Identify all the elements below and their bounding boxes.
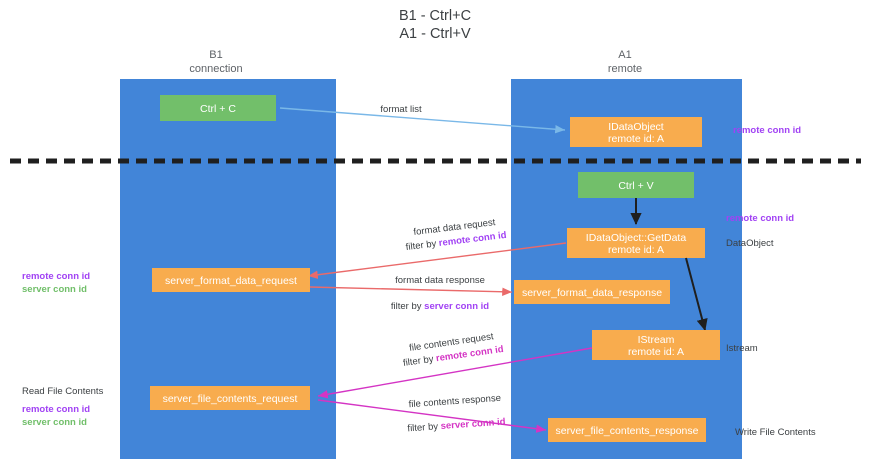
note-right-remote-conn-id-top: remote conn id — [733, 125, 801, 136]
box-server-file-contents-request: server_file_contents_request — [150, 386, 310, 410]
filter-key-server-conn-id-1: server conn id — [424, 301, 489, 312]
arrow-getdata-to-istream — [685, 257, 708, 331]
edge-label-file-contents-response-filter: filter by server conn id — [407, 417, 506, 435]
box-server-format-data-response-label: server_format_data_response — [522, 287, 662, 299]
box-getdata-line2: remote id: A — [608, 244, 664, 256]
box-server-file-contents-response: server_file_contents_response — [548, 418, 706, 442]
box-getdata-line1: IDataObject::GetData — [586, 232, 687, 244]
note-right-remote-conn-id-mid: remote conn id — [726, 213, 794, 224]
column-header-a1-name: A1 — [618, 49, 631, 61]
filter-key-server-conn-id-2: server conn id — [440, 417, 506, 433]
arrow-file-contents-response — [317, 399, 547, 433]
box-server-format-data-request: server_format_data_request — [152, 268, 310, 292]
arrow-format-list — [279, 107, 566, 134]
filter-prefix-1: filter by — [405, 238, 439, 253]
box-server-file-contents-response-label: server_file_contents_response — [555, 425, 698, 437]
box-istream-line1: IStream — [638, 334, 675, 346]
box-istream: IStream remote id: A — [592, 330, 720, 360]
column-header-b1-role: connection — [189, 63, 242, 75]
note-left-read-file-contents: Read File Contents — [22, 386, 104, 397]
page-title-line2: A1 - Ctrl+V — [399, 26, 471, 42]
filter-prefix-2: filter by — [391, 301, 424, 312]
note-left-server-conn-id-mid: server conn id — [22, 284, 87, 295]
box-ctrl-c-label: Ctrl + C — [200, 103, 236, 115]
filter-prefix-4: filter by — [407, 421, 441, 434]
box-istream-line2: remote id: A — [628, 346, 684, 358]
box-idataobject: IDataObject remote id: A — [570, 117, 702, 147]
arrow-format-data-response — [309, 286, 513, 296]
note-left-remote-conn-id-mid: remote conn id — [22, 271, 90, 282]
edge-label-format-data-response: format data response — [395, 275, 485, 286]
box-server-file-contents-request-label: server_file_contents_request — [163, 393, 298, 405]
edge-label-format-data-response-filter: filter by server conn id — [391, 301, 489, 312]
box-idataobject-line1: IDataObject — [608, 121, 664, 133]
box-ctrl-c: Ctrl + C — [160, 95, 276, 121]
arrow-format-data-request — [307, 242, 567, 279]
note-right-istream: Istream — [726, 343, 758, 354]
edge-label-format-list: format list — [380, 104, 422, 115]
box-server-format-data-response: server_format_data_response — [514, 280, 670, 304]
column-header-b1-name: B1 — [209, 49, 222, 61]
arrow-file-contents-request — [317, 347, 593, 399]
note-right-write-file-contents: Write File Contents — [735, 427, 816, 438]
note-right-dataobject: DataObject — [726, 238, 774, 249]
box-idataobject-line2: remote id: A — [608, 133, 664, 145]
box-ctrl-v: Ctrl + V — [578, 172, 694, 198]
box-server-format-data-request-label: server_format_data_request — [165, 275, 297, 287]
note-left-remote-conn-id-bottom: remote conn id — [22, 404, 90, 415]
column-header-a1-role: remote — [608, 63, 642, 75]
note-left-server-conn-id-bottom: server conn id — [22, 417, 87, 428]
box-ctrl-v-label: Ctrl + V — [618, 180, 653, 192]
filter-prefix-3: filter by — [402, 353, 436, 369]
box-idataobject-getdata: IDataObject::GetData remote id: A — [567, 228, 705, 258]
page-title-line1: B1 - Ctrl+C — [399, 8, 471, 24]
